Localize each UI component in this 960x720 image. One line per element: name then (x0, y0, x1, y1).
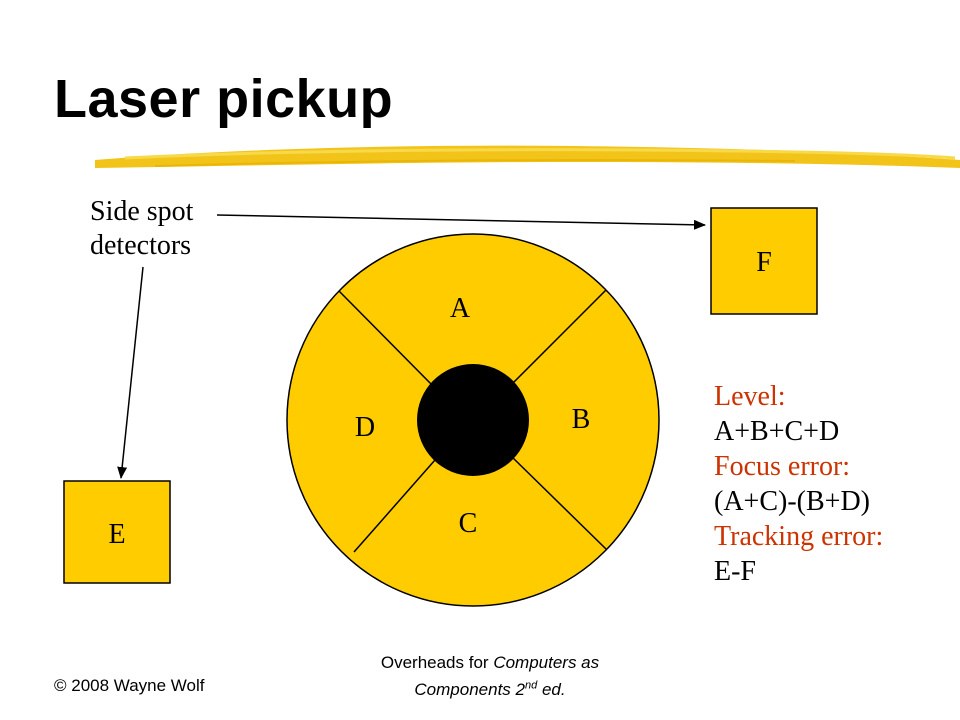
footer-line-2: Components 2nd ed. (330, 674, 650, 701)
quadrant-divider-upper-left (338, 290, 436, 389)
arrow-to-detector-f (216, 214, 706, 230)
side-detector-e (63, 480, 171, 584)
title-underline-brush (95, 145, 960, 168)
level-caption: Level: (714, 381, 786, 412)
side-detector-e-label: E (108, 519, 125, 550)
side-spot-detectors-label: Side spot detectors (90, 195, 193, 263)
quadrant-label-a: A (450, 293, 471, 324)
arrow-to-detector-e (117, 266, 144, 479)
tracking-error-formula: E-F (714, 556, 756, 587)
quadrant-divider-upper-right (509, 289, 607, 387)
footer-book-title-part2: Components 2 (414, 679, 525, 699)
focus-error-formula: (A+C)-(B+D) (714, 486, 870, 517)
footer-edition-suffix: ed. (537, 679, 566, 699)
side-spot-label-line-2: detectors (90, 230, 192, 261)
side-spot-label-line-1: Side spot (90, 196, 194, 227)
quadrant-label-c: C (459, 508, 478, 539)
center-laser-spot (417, 364, 529, 476)
quadrant-label-d: D (355, 412, 375, 443)
slide-title: Laser pickup (54, 69, 394, 129)
signal-formulas: Level: A+B+C+D Focus error: (A+C)-(B+D) … (714, 379, 883, 589)
footer-book-reference: Overheads for Computers as Components 2n… (330, 652, 650, 701)
quadrant-divider-lower-left (353, 459, 436, 553)
level-formula: A+B+C+D (714, 416, 840, 447)
footer-edition-superscript: nd (524, 679, 538, 691)
footer-line-1: Overheads for Computers as (330, 652, 650, 674)
focus-error-caption: Focus error: (714, 451, 851, 482)
side-detector-f-label: F (756, 247, 772, 278)
footer-copyright: © 2008 Wayne Wolf (54, 676, 205, 695)
tracking-error-caption: Tracking error: (714, 521, 884, 552)
footer-book-title-part1: Computers as (493, 653, 600, 672)
side-detector-f (710, 207, 818, 315)
quadrant-label-b: B (572, 404, 591, 435)
footer-overheads-prefix: Overheads for (380, 653, 494, 672)
quadrant-divider-lower-right (509, 454, 607, 550)
